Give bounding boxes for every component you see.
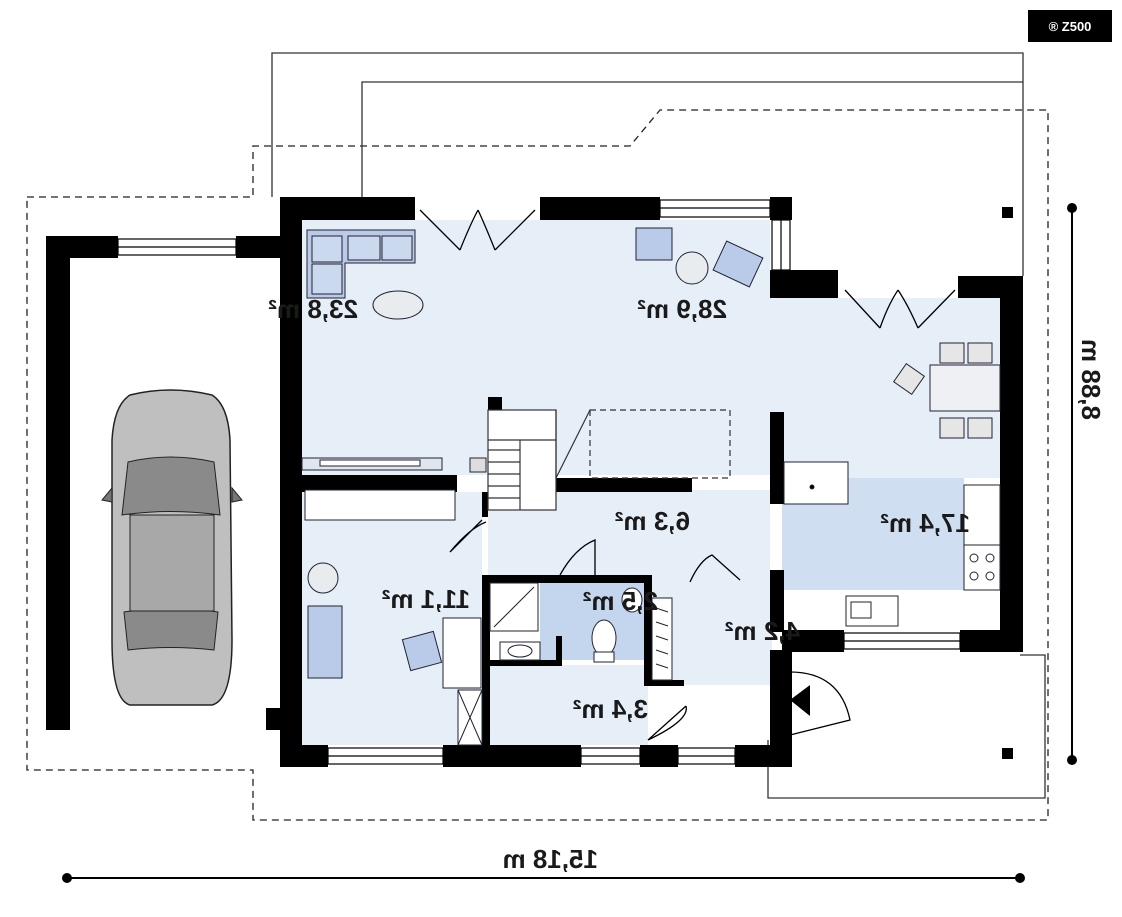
kitchen-fixtures (783, 461, 1001, 627)
dimension-depth: 8,88 m (1067, 203, 1106, 765)
terrace-outlines (271, 52, 1046, 799)
car-icon (101, 389, 243, 706)
dining-furniture (892, 342, 1001, 439)
area-label-living: 28,9 m² (637, 294, 727, 324)
badge-text: ® Z500 (1049, 19, 1092, 34)
dimension-depth-label: 8,88 m (1076, 339, 1106, 420)
area-label-bathroom: 2,5 m² (583, 586, 658, 616)
area-label-garage: 23,8 m² (268, 294, 358, 324)
bathroom-fixtures (489, 582, 673, 681)
area-labels: 23,8 m² 28,9 m² 17,4 m² 6,3 m² 11,1 m² 2… (268, 294, 970, 724)
living-furniture (301, 227, 764, 473)
area-label-vestibule: 3,4 m² (573, 694, 648, 724)
dimension-width-label: 15,18 m (503, 844, 598, 874)
interior-doors (449, 519, 851, 741)
area-label-hall: 6,3 m² (615, 506, 690, 536)
interior-walls (302, 397, 784, 745)
copyright-badge: ® Z500 (1028, 10, 1112, 42)
entrance-marker (1002, 748, 1013, 759)
area-label-corridor: 4,2 m² (725, 616, 800, 646)
study-furniture (304, 489, 483, 746)
exterior-walls (46, 197, 1023, 767)
area-label-kitchen: 17,4 m² (880, 508, 970, 538)
staircase (487, 409, 731, 511)
entrance-arrow-icon (790, 685, 810, 716)
terrace-marker (1002, 207, 1013, 218)
area-label-study: 11,1 m² (381, 584, 470, 614)
dimension-width: 15,18 m (62, 844, 1025, 883)
terrace-doors (419, 209, 956, 329)
windows (117, 199, 961, 765)
